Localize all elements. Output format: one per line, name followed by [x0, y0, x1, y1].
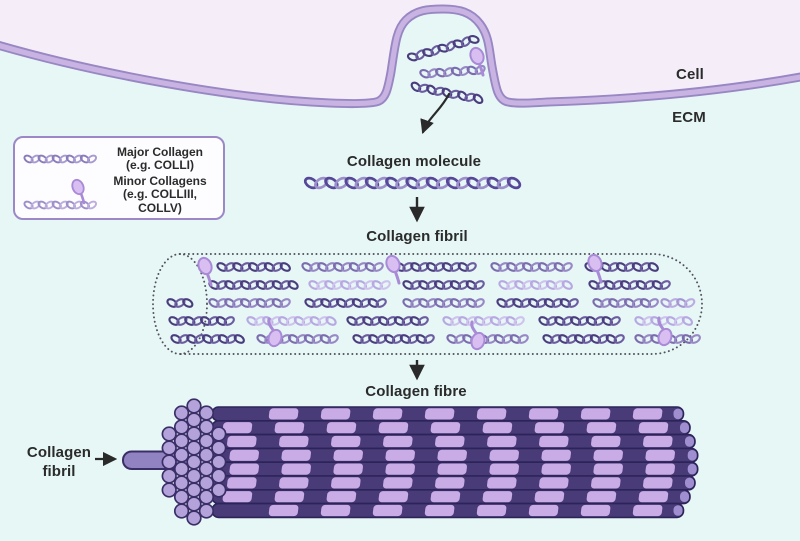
cell-label: Cell: [676, 66, 704, 83]
collagen-fibre-label: Collagen fibre: [365, 383, 467, 400]
minor-collagen-rope-icon: [19, 176, 101, 214]
collagen-fibre-bundle: [122, 398, 699, 526]
collagen-molecule-label: Collagen molecule: [346, 153, 482, 170]
collagen-fibril-cylinder: [152, 253, 703, 355]
ecm-label: ECM: [672, 109, 706, 126]
pointer-label-line1: Collagen: [26, 444, 92, 461]
legend-box: Major Collagen (e.g. COLLI) Minor Collag…: [13, 136, 225, 220]
collagen-fibril-label: Collagen fibril: [366, 228, 468, 245]
collagen-fibril-pointer-label: Collagen fibril: [27, 444, 91, 482]
collagen-molecule-rope: [303, 176, 522, 190]
legend-minor-text: Minor Collagens (e.g. COLLIII, COLLV): [113, 173, 207, 215]
legend-row-minor: Minor Collagens (e.g. COLLIII, COLLV): [19, 173, 219, 215]
cell-region: [0, 0, 800, 104]
major-collagen-rope-icon: [19, 147, 101, 171]
pointer-label-line2: fibril: [42, 462, 76, 480]
legend-major-text: Major Collagen (e.g. COLLI): [116, 144, 203, 172]
secretion-arrow-icon: [420, 92, 451, 135]
cell-membrane: [0, 4, 800, 109]
legend-row-major: Major Collagen (e.g. COLLI): [19, 142, 219, 176]
secretion-vesicle: [406, 35, 486, 105]
